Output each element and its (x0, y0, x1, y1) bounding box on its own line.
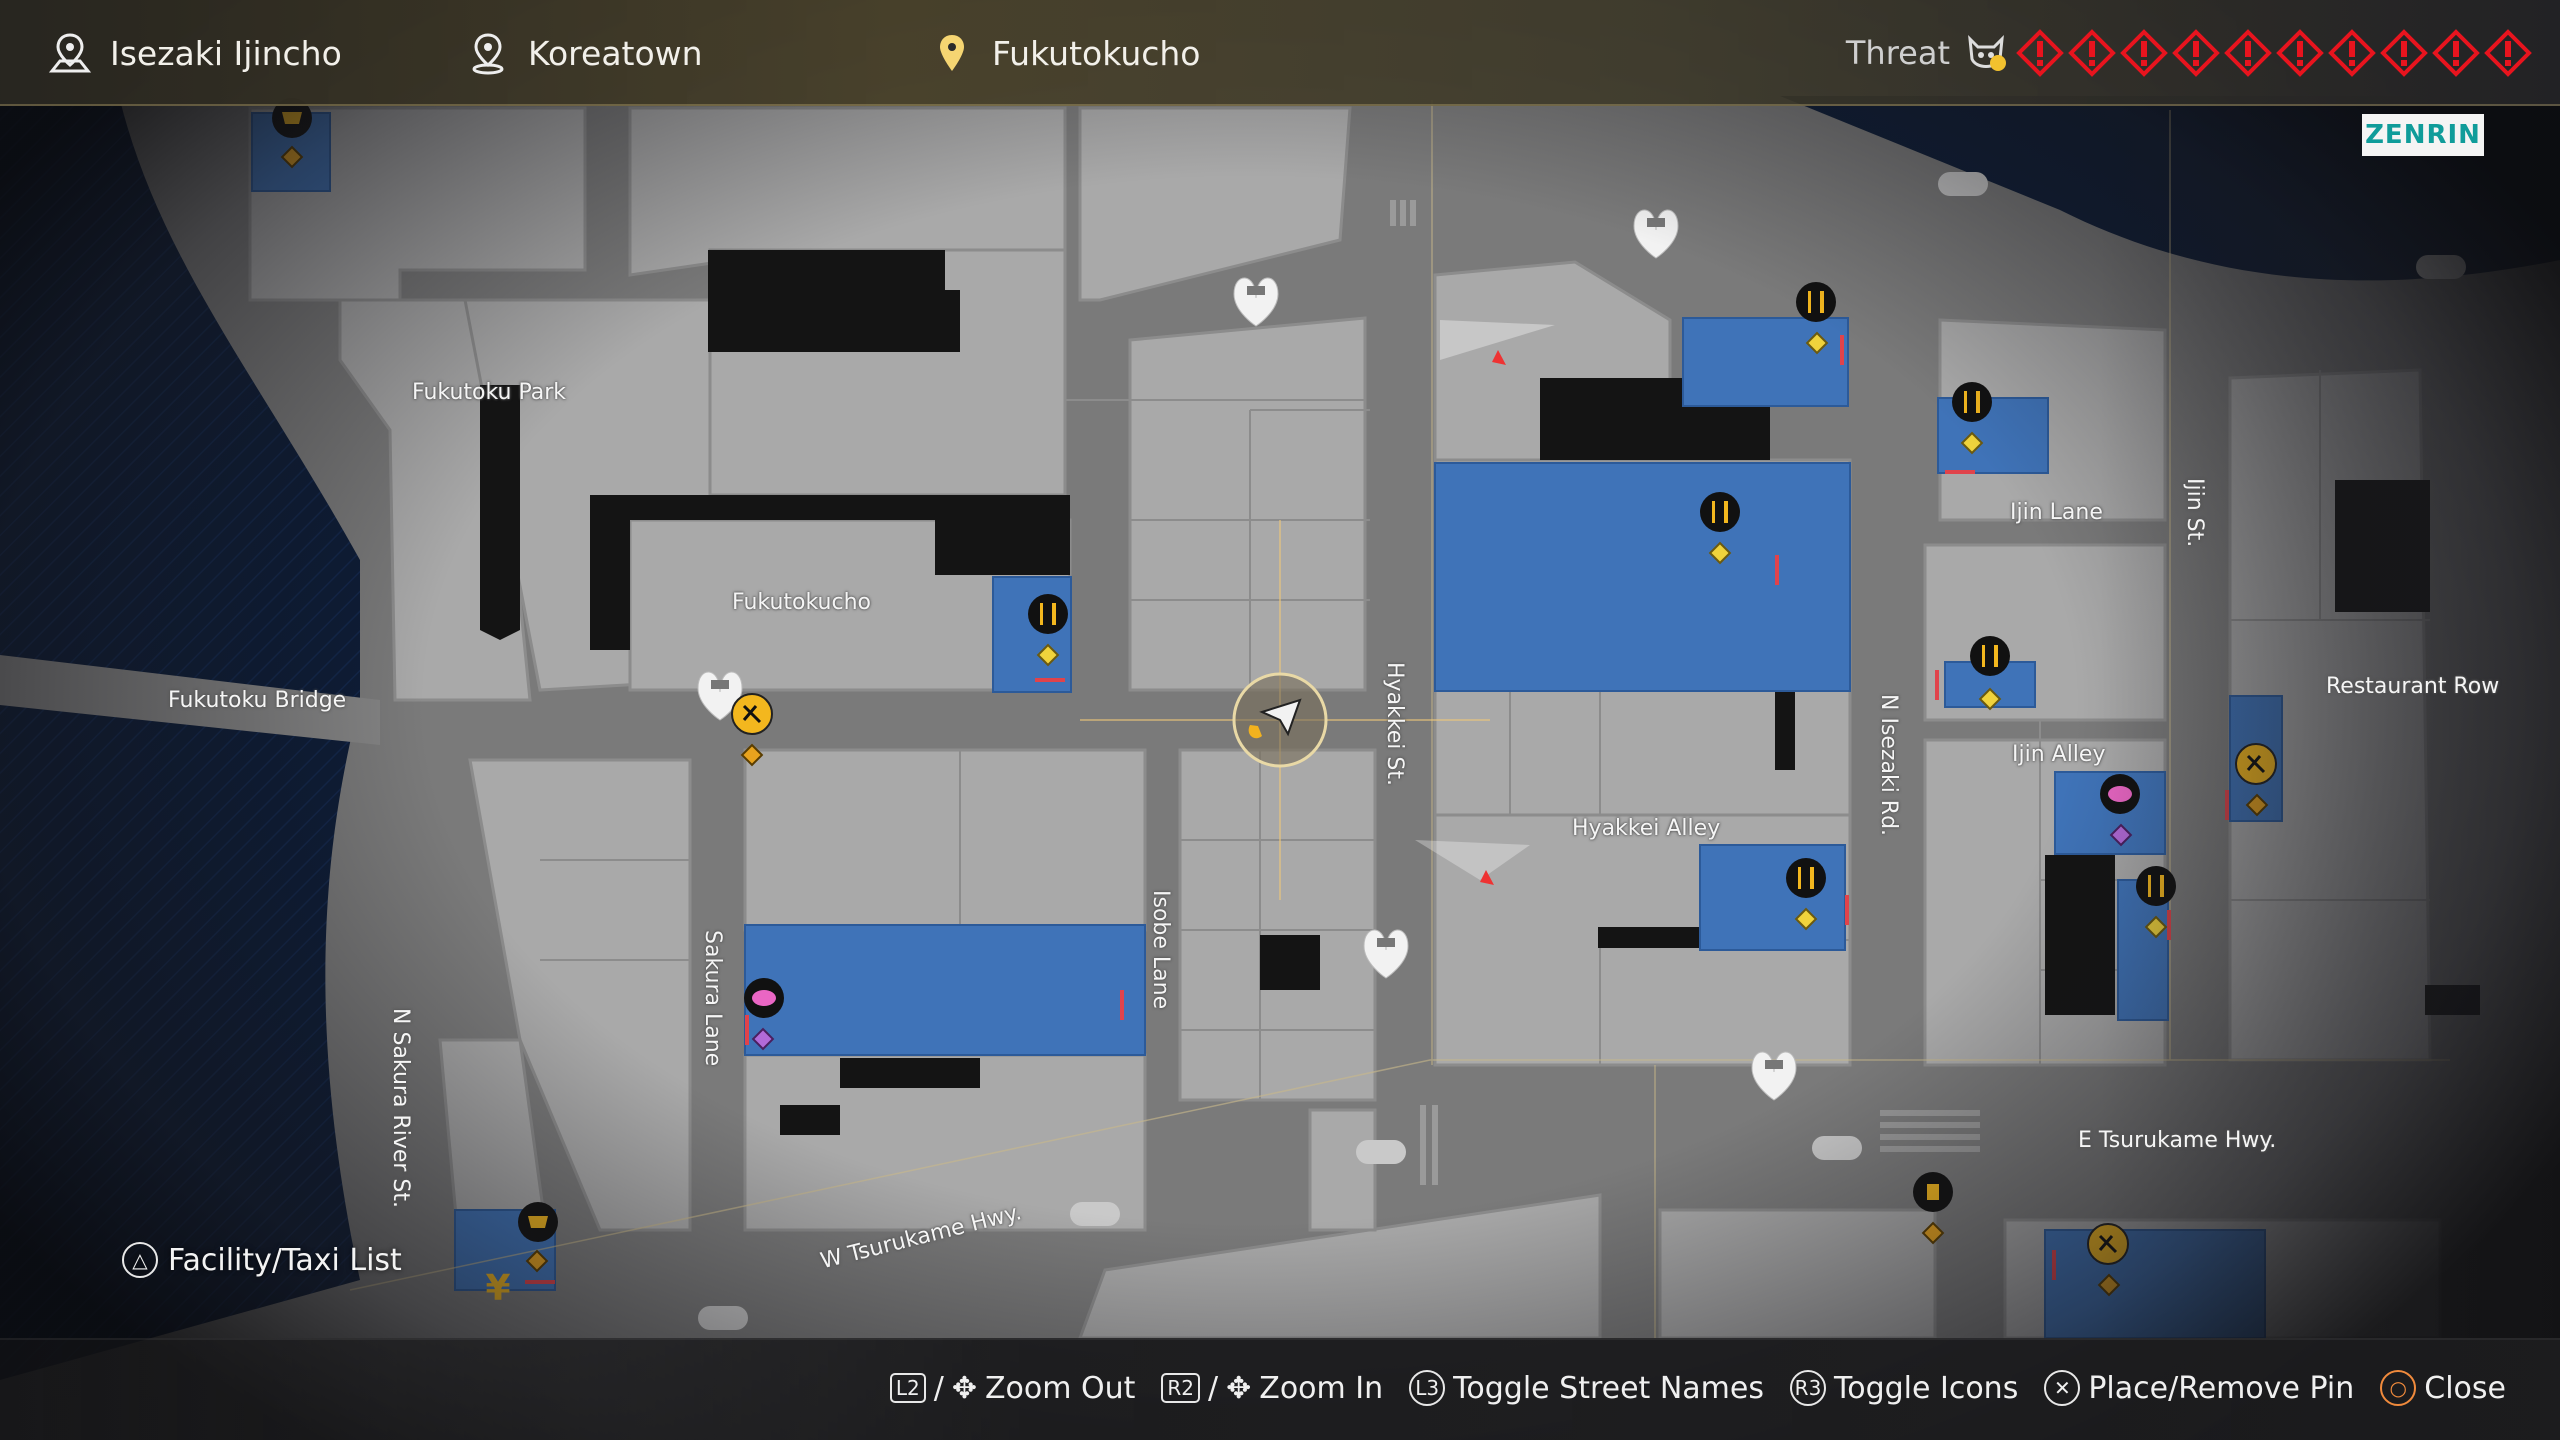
district-name: Isezaki Ijincho (110, 33, 342, 73)
threat-pip-icon (2328, 29, 2376, 77)
toggle-icons-label: Toggle Icons (1833, 1370, 2019, 1406)
hostess-club-icon (731, 693, 773, 735)
street-label: N Sakura River St. (388, 1008, 413, 1208)
yen-icon: ¥ (485, 1268, 510, 1309)
fork-knife-icon (1700, 492, 1740, 532)
l2-button-icon: L2 (889, 1373, 926, 1403)
svg-text:¥: ¥ (485, 1268, 510, 1309)
location-header (0, 0, 2560, 106)
zenrin-badge: ZENRIN (2362, 114, 2484, 156)
r2-button-icon: R2 (1161, 1373, 1201, 1403)
fork-knife-icon (2136, 866, 2176, 906)
zoom-in-hint[interactable]: R2 / ✥ Zoom In (1161, 1371, 1383, 1406)
street-label: N Isezaki Rd. (1876, 694, 1901, 837)
threat-demon-icon (1968, 34, 2006, 71)
threat-label: Threat (1845, 34, 1950, 72)
facility-taxi-list-button[interactable]: △ Facility/Taxi List (122, 1236, 402, 1284)
threat-pip-icon (2380, 29, 2428, 77)
threat-pip-icon (2484, 29, 2532, 77)
dpad-icon: ✥ (951, 1370, 977, 1406)
toggle-icons-hint[interactable]: R3 Toggle Icons (1789, 1370, 2019, 1406)
gamepad-icon (744, 978, 784, 1018)
district-indicator: Isezaki Ijincho (48, 30, 342, 76)
street-label: E Tsurukame Hwy. (2078, 1128, 2277, 1153)
threat-pip-icon (2432, 29, 2480, 77)
street-label: Restaurant Row (2326, 674, 2500, 699)
threat-pip-icon (2172, 29, 2220, 77)
fork-knife-icon (1970, 636, 2010, 676)
area-indicator: Koreatown (466, 30, 703, 76)
triangle-button-icon: △ (122, 1242, 158, 1278)
street-label: Ijin Alley (2012, 742, 2106, 767)
street-label: Sakura Lane (700, 930, 725, 1067)
threat-pips (2016, 29, 2532, 77)
place-remove-pin-label: Place/Remove Pin (2088, 1370, 2355, 1406)
toggle-street-names-label: Toggle Street Names (1453, 1370, 1764, 1406)
street-label: Fukutoku Bridge (168, 688, 347, 713)
threat-pip-icon (2276, 29, 2324, 77)
toggle-street-names-hint[interactable]: L3 Toggle Street Names (1409, 1370, 1764, 1406)
hostess-club-icon (2235, 743, 2277, 785)
fork-knife-icon (1796, 282, 1836, 322)
cross-button-icon: ✕ (2044, 1370, 2081, 1406)
street-label: Hyakkei St. (1382, 662, 1407, 786)
fork-knife-icon (1786, 858, 1826, 898)
separator-slash: / (1208, 1370, 1219, 1406)
sub-area-indicator: Fukutokucho (930, 30, 1201, 76)
close-label: Close (2424, 1370, 2506, 1406)
close-hint[interactable]: ○ Close (2380, 1370, 2506, 1406)
place-remove-pin-hint[interactable]: ✕ Place/Remove Pin (2044, 1370, 2354, 1406)
fork-knife-icon (1952, 382, 1992, 422)
threat-pip-icon (2224, 29, 2272, 77)
street-label: Fukutoku Park (412, 380, 567, 405)
street-label: Isobe Lane (1148, 890, 1173, 1010)
hostess-club-icon (2087, 1223, 2129, 1265)
area-name: Koreatown (528, 33, 703, 73)
zoom-out-label: Zoom Out (984, 1370, 1136, 1406)
shopping-cart-icon (518, 1202, 558, 1242)
threat-pip-icon (2120, 29, 2168, 77)
district-map-icon (48, 33, 92, 73)
zoom-in-label: Zoom In (1259, 1370, 1384, 1406)
l3-button-icon: L3 (1409, 1370, 1446, 1406)
separator-slash: / (933, 1370, 944, 1406)
street-label: Ijin Lane (2010, 500, 2103, 525)
gamepad-icon (2100, 774, 2140, 814)
dpad-icon: ✥ (1226, 1370, 1252, 1406)
sub-area-name: Fukutokucho (992, 33, 1201, 73)
threat-pip-icon (2016, 29, 2064, 77)
facility-list-label: Facility/Taxi List (168, 1242, 402, 1278)
location-pin-icon (940, 35, 964, 71)
r3-button-icon: R3 (1789, 1370, 1826, 1406)
threat-meter: Threat (1846, 28, 2532, 78)
control-hints: L2 / ✥ Zoom Out R2 / ✥ Zoom In L3 Toggle… (889, 1358, 2506, 1418)
zoom-out-hint[interactable]: L2 / ✥ Zoom Out (889, 1370, 1136, 1406)
circle-button-icon: ○ (2380, 1370, 2417, 1406)
area-pin-icon (472, 33, 504, 75)
street-label: Ijin St. (2182, 478, 2207, 548)
street-label: Fukutokucho (732, 590, 871, 615)
drink-icon (1913, 1172, 1953, 1212)
controls-bar (0, 1338, 2560, 1440)
fork-knife-icon (1028, 594, 1068, 634)
street-label: Hyakkei Alley (1572, 816, 1721, 841)
threat-pip-icon (2068, 29, 2116, 77)
